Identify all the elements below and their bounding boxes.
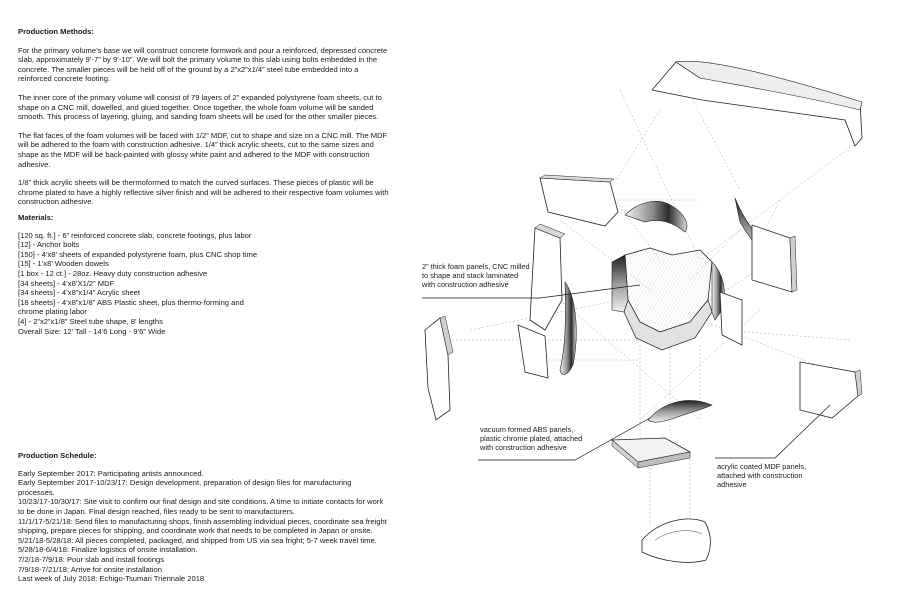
list-item: Last week of July 2018: Echigo-Tsumari T…	[18, 574, 390, 584]
callout-mdf-panels: acrylic coated MDF panels, attached with…	[717, 462, 827, 490]
mdf-panel-center-right	[720, 292, 742, 345]
list-item: [150] - 4’x8’ sheets of expanded polysty…	[18, 250, 390, 260]
mdf-panel-far-left	[425, 316, 453, 420]
list-item: 11/1/17-5/21/18: Send files to manufactu…	[18, 517, 390, 536]
list-item: 7/2/18-7/9/18: Pour slab and install foo…	[18, 555, 390, 565]
list-item: Early September 2017-10/23/17: Design de…	[18, 478, 390, 497]
mdf-panel-top-right	[652, 61, 862, 146]
list-item: [12] - Anchor bolts	[18, 240, 390, 250]
mdf-panel-right	[752, 225, 797, 292]
list-item: 5/21/18-5/28/18: All pieces completed, p…	[18, 536, 390, 546]
concrete-slab	[612, 438, 690, 468]
mdf-panel-left	[530, 224, 565, 330]
callout-abs-panels: vacuum formed ABS panels, plastic chrome…	[480, 425, 590, 453]
list-item: 5/28/18-6/4/18: Finalize logistics of on…	[18, 545, 390, 555]
list-item: Early September 2017: Participating arti…	[18, 469, 390, 479]
production-schedule-section: Production Schedule: Early September 201…	[18, 451, 390, 584]
production-methods-heading: Production Methods:	[18, 27, 390, 37]
chrome-panel-top	[625, 201, 687, 232]
mdf-panel-upper-left	[540, 175, 618, 226]
list-item: [18 sheets] - 4’x8”x1/8” ABS Plastic she…	[18, 298, 268, 317]
core-foam-volume	[612, 248, 712, 350]
production-schedule-heading: Production Schedule:	[18, 451, 390, 461]
chrome-panel-bottom	[648, 400, 712, 422]
mdf-panel-lower-left	[518, 325, 548, 378]
list-item: 10/23/17-10/30/17: Site visit to confirm…	[18, 497, 390, 516]
list-item: [15] - 1’x8’ Wooden dowels	[18, 259, 390, 269]
mdf-panel-lower-right	[800, 362, 862, 418]
methods-paragraph-core: The inner core of the primary volume wil…	[18, 93, 390, 122]
materials-list: [120 sq. ft.] - 6” reinforced concrete s…	[18, 231, 390, 337]
methods-paragraph-acrylic: 1/8” thick acrylic sheets will be thermo…	[18, 178, 390, 207]
schedule-list: Early September 2017: Participating arti…	[18, 469, 390, 584]
list-item: [34 sheets] - 4’x8’X1/2” MDF	[18, 279, 390, 289]
list-item: [34 sheets] - 4’x8”x1/4” Acrylic sheet	[18, 288, 390, 298]
methods-paragraph-mdf: The flat faces of the foam volumes will …	[18, 131, 390, 169]
list-item: 7/9/18-7/21/18: Arrive for onsite instal…	[18, 565, 390, 575]
exploded-axonometric-drawing	[400, 0, 900, 600]
list-item: [120 sq. ft.] - 6” reinforced concrete s…	[18, 231, 390, 241]
chrome-fin-left	[560, 282, 576, 375]
materials-heading: Materials:	[18, 213, 390, 223]
list-item: [1 box - 12 ct.] - 28oz. Heavy duty cons…	[18, 269, 390, 279]
callout-foam-panels: 2” thick foam panels, CNC milled to shap…	[422, 262, 532, 290]
list-item: Overall Size: 12’ Tall - 14’6 Long - 9’6…	[18, 327, 390, 337]
production-methods-section: Production Methods: For the primary volu…	[18, 27, 390, 216]
list-item: [4] - 2”x2”x1/8” Steel tube shape, 8’ le…	[18, 317, 390, 327]
materials-section: Materials: [120 sq. ft.] - 6” reinforced…	[18, 213, 390, 336]
methods-paragraph-base: For the primary volume’s base we will co…	[18, 46, 390, 84]
foam-volume-bottom	[642, 519, 710, 562]
